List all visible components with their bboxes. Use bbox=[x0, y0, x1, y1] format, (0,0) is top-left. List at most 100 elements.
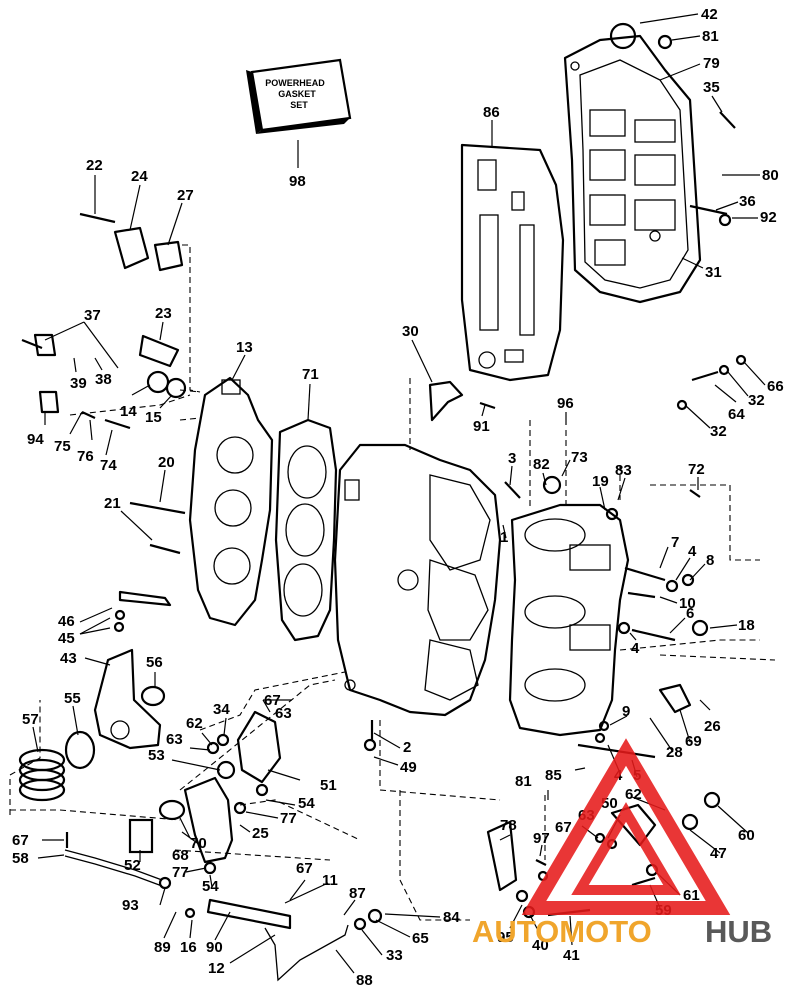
callout-35: 35 bbox=[703, 79, 720, 96]
callout-25: 25 bbox=[252, 825, 269, 842]
throttle-arm bbox=[93, 648, 162, 750]
callout-28: 28 bbox=[666, 744, 683, 761]
callout-63-a: 63 bbox=[275, 705, 292, 722]
leader-lines bbox=[32, 13, 766, 974]
callout-30: 30 bbox=[402, 323, 419, 340]
callout-61: 61 bbox=[683, 887, 700, 904]
callout-81: 81 bbox=[702, 28, 719, 45]
callout-12: 12 bbox=[208, 960, 225, 977]
callout-86: 86 bbox=[483, 104, 500, 121]
callout-96: 96 bbox=[557, 395, 574, 412]
callout-14: 14 bbox=[120, 403, 137, 420]
callout-79: 79 bbox=[703, 55, 720, 72]
callout-23: 23 bbox=[155, 305, 172, 322]
callout-85: 85 bbox=[545, 767, 562, 784]
callout-66: 66 bbox=[767, 378, 784, 395]
callout-19: 19 bbox=[592, 473, 609, 490]
callout-37: 37 bbox=[84, 307, 101, 324]
callout-33: 33 bbox=[386, 947, 403, 964]
callout-31: 31 bbox=[705, 264, 722, 281]
callout-53: 53 bbox=[148, 747, 165, 764]
callout-71: 71 bbox=[302, 366, 319, 383]
callout-39: 39 bbox=[70, 375, 87, 392]
coil-spring bbox=[18, 748, 66, 802]
callout-57: 57 bbox=[22, 711, 39, 728]
callout-69: 69 bbox=[685, 733, 702, 750]
callout-22: 22 bbox=[86, 157, 103, 174]
callout-72: 72 bbox=[688, 461, 705, 478]
small-parts bbox=[33, 226, 721, 982]
callout-13: 13 bbox=[236, 339, 253, 356]
box-line-3: SET bbox=[290, 100, 308, 110]
callout-93: 93 bbox=[122, 897, 139, 914]
crankcase bbox=[508, 503, 630, 737]
callout-10: 10 bbox=[679, 595, 696, 612]
watermark-text-auto: AUTOMOTO bbox=[472, 914, 652, 949]
callout-32-a: 32 bbox=[748, 392, 765, 409]
callout-41: 41 bbox=[563, 947, 580, 964]
callout-1: 1 bbox=[500, 529, 508, 546]
callout-67-c: 67 bbox=[12, 832, 29, 849]
callout-75: 75 bbox=[54, 438, 71, 455]
callout-9: 9 bbox=[622, 703, 630, 720]
head-gasket bbox=[274, 418, 338, 642]
callout-58: 58 bbox=[12, 850, 29, 867]
callout-84: 84 bbox=[443, 909, 460, 926]
callout-36: 36 bbox=[739, 193, 756, 210]
callout-94: 94 bbox=[27, 431, 44, 448]
callout-89: 89 bbox=[154, 939, 171, 956]
callout-63-b: 63 bbox=[166, 731, 183, 748]
callout-6: 6 bbox=[686, 605, 694, 622]
callout-34: 34 bbox=[213, 701, 230, 718]
callout-labels: 42 81 79 35 86 80 36 92 31 98 22 24 27 2… bbox=[12, 6, 784, 989]
callout-90: 90 bbox=[206, 939, 223, 956]
box-line-2: GASKET bbox=[278, 89, 316, 99]
callout-11: 11 bbox=[322, 872, 338, 889]
callout-4-b: 4 bbox=[631, 640, 640, 657]
callout-52: 52 bbox=[124, 857, 141, 874]
callout-91: 91 bbox=[473, 418, 490, 435]
exhaust-gasket bbox=[460, 143, 565, 382]
bushing-55 bbox=[64, 730, 96, 770]
callout-70: 70 bbox=[190, 835, 207, 852]
callout-82: 82 bbox=[533, 456, 550, 473]
callout-42: 42 bbox=[701, 6, 718, 23]
callout-51: 51 bbox=[320, 777, 337, 794]
callout-54-b: 54 bbox=[202, 878, 219, 895]
watermark-text-hub: HUB bbox=[705, 914, 772, 949]
callout-49: 49 bbox=[400, 759, 417, 776]
callout-56: 56 bbox=[146, 654, 163, 671]
callout-64: 64 bbox=[728, 406, 745, 423]
callout-16: 16 bbox=[180, 939, 197, 956]
callout-24: 24 bbox=[131, 168, 148, 185]
callout-3: 3 bbox=[508, 450, 516, 467]
callout-2: 2 bbox=[403, 739, 411, 756]
callout-76: 76 bbox=[77, 448, 94, 465]
callout-40: 40 bbox=[532, 937, 549, 954]
callout-18: 18 bbox=[738, 617, 755, 634]
callout-67-d: 67 bbox=[296, 860, 313, 877]
callout-80: 80 bbox=[762, 167, 779, 184]
callout-62-b: 62 bbox=[625, 786, 642, 803]
callout-67-b: 67 bbox=[555, 819, 572, 836]
callout-60: 60 bbox=[738, 827, 755, 844]
callout-46: 46 bbox=[58, 613, 75, 630]
callout-38: 38 bbox=[95, 371, 112, 388]
callout-74: 74 bbox=[100, 457, 117, 474]
callout-20: 20 bbox=[158, 454, 175, 471]
callout-54-a: 54 bbox=[298, 795, 315, 812]
assembly-lines bbox=[9, 244, 776, 921]
callout-77-a: 77 bbox=[280, 810, 297, 827]
callout-65: 65 bbox=[412, 930, 429, 947]
callout-81-b: 81 bbox=[515, 773, 532, 790]
callout-45: 45 bbox=[58, 630, 75, 647]
callout-8: 8 bbox=[706, 552, 714, 569]
callout-27: 27 bbox=[177, 187, 194, 204]
cylinder-head bbox=[188, 376, 274, 627]
callout-67-a: 67 bbox=[264, 692, 281, 709]
watermark-inner-triangle bbox=[571, 802, 681, 895]
callout-68: 68 bbox=[172, 847, 189, 864]
callout-73: 73 bbox=[571, 449, 588, 466]
callout-88: 88 bbox=[356, 972, 373, 989]
